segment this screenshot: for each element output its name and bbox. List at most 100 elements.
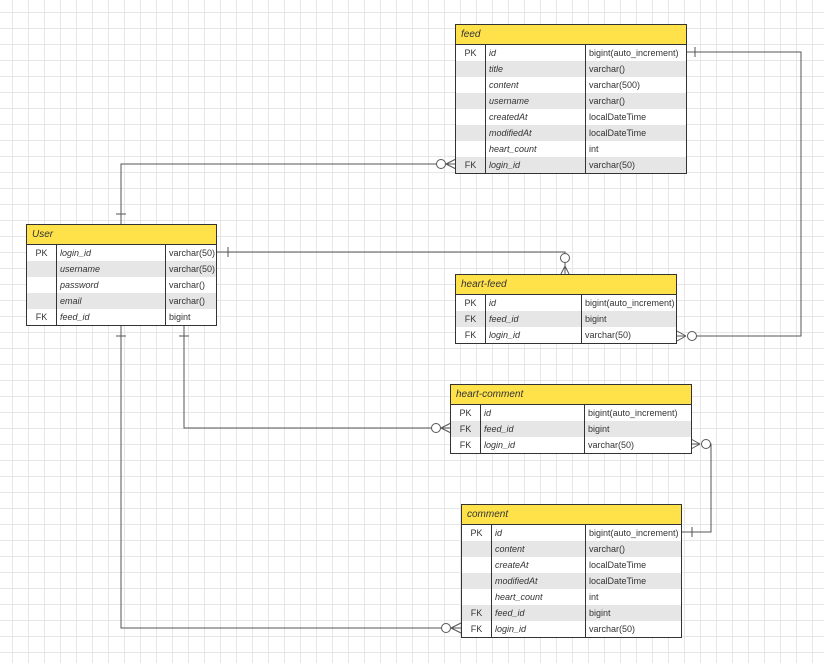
- column-name-cell: id: [486, 45, 586, 61]
- column-type-cell: varchar(50): [585, 330, 632, 340]
- column-name-cell: password: [57, 277, 166, 293]
- column-name-cell: content: [492, 541, 586, 557]
- column-type-cell: varchar(50): [589, 160, 636, 170]
- rel-heartcomment-comment[interactable]: [682, 443, 712, 533]
- column-type-cell: varchar(): [169, 296, 206, 306]
- column-type-cell: bigint(auto_increment): [585, 298, 675, 308]
- column-type-cell: varchar(): [589, 544, 626, 554]
- column-name-cell: content: [486, 77, 586, 93]
- column-type-cell: localDateTime: [589, 112, 647, 122]
- rel-user-comment[interactable]: [120, 326, 446, 629]
- column-type-cell: varchar(500): [589, 80, 641, 90]
- rel-user-heartcomment[interactable]: [183, 326, 436, 429]
- table-title: heart-comment: [451, 385, 691, 405]
- column-name-cell: id: [492, 525, 586, 541]
- column-type-cell: varchar(): [589, 64, 626, 74]
- column-name-cell: heart_count: [486, 141, 586, 157]
- column-name-cell: createAt: [492, 557, 586, 573]
- key-cell: FK: [456, 157, 486, 173]
- column-name-cell: feed_id: [57, 309, 166, 325]
- column-type-cell: localDateTime: [589, 560, 647, 570]
- zero-mark: [560, 253, 570, 263]
- rel-user-heartfeed[interactable]: [217, 251, 566, 276]
- column-type-cell: localDateTime: [589, 576, 647, 586]
- zero-mark: [701, 439, 711, 449]
- column-name-cell: id: [486, 295, 582, 311]
- column-type-cell: int: [589, 592, 599, 602]
- column-name-cell: login_id: [481, 437, 585, 453]
- column-name-cell: feed_id: [481, 421, 585, 437]
- key-cell: [27, 293, 57, 309]
- column-name-cell: login_id: [486, 327, 582, 343]
- key-cell: FK: [462, 605, 492, 621]
- key-cell: PK: [27, 245, 57, 261]
- key-cell: PK: [456, 295, 486, 311]
- zero-mark: [436, 159, 446, 169]
- column-type-cell: localDateTime: [589, 128, 647, 138]
- key-cell: FK: [456, 311, 486, 327]
- key-cell: PK: [456, 45, 486, 61]
- key-cell: [456, 125, 486, 141]
- key-cell: [462, 589, 492, 605]
- column-type-cell: varchar(50): [169, 248, 216, 258]
- many-mark: [440, 422, 452, 434]
- column-name-cell: email: [57, 293, 166, 309]
- column-name-cell: modifiedAt: [486, 125, 586, 141]
- key-cell: [462, 573, 492, 589]
- column-name-cell: feed_id: [486, 311, 582, 327]
- key-cell: [27, 261, 57, 277]
- key-cell: FK: [451, 437, 481, 453]
- rel-user-feed[interactable]: [120, 163, 441, 226]
- key-cell: [456, 93, 486, 109]
- many-mark: [676, 330, 687, 342]
- rel-feed-heartfeed[interactable]: [686, 51, 802, 337]
- key-cell: PK: [462, 525, 492, 541]
- key-cell: [456, 141, 486, 157]
- column-type-cell: varchar(50): [169, 264, 216, 274]
- column-type-cell: bigint: [588, 424, 610, 434]
- table-title: feed: [456, 25, 686, 45]
- key-cell: FK: [456, 327, 486, 343]
- many-mark: [445, 158, 457, 170]
- column-type-cell: bigint: [169, 312, 191, 322]
- column-type-cell: varchar(50): [588, 440, 635, 450]
- key-cell: [462, 557, 492, 573]
- key-cell: FK: [27, 309, 57, 325]
- column-name-cell: login_id: [492, 621, 586, 637]
